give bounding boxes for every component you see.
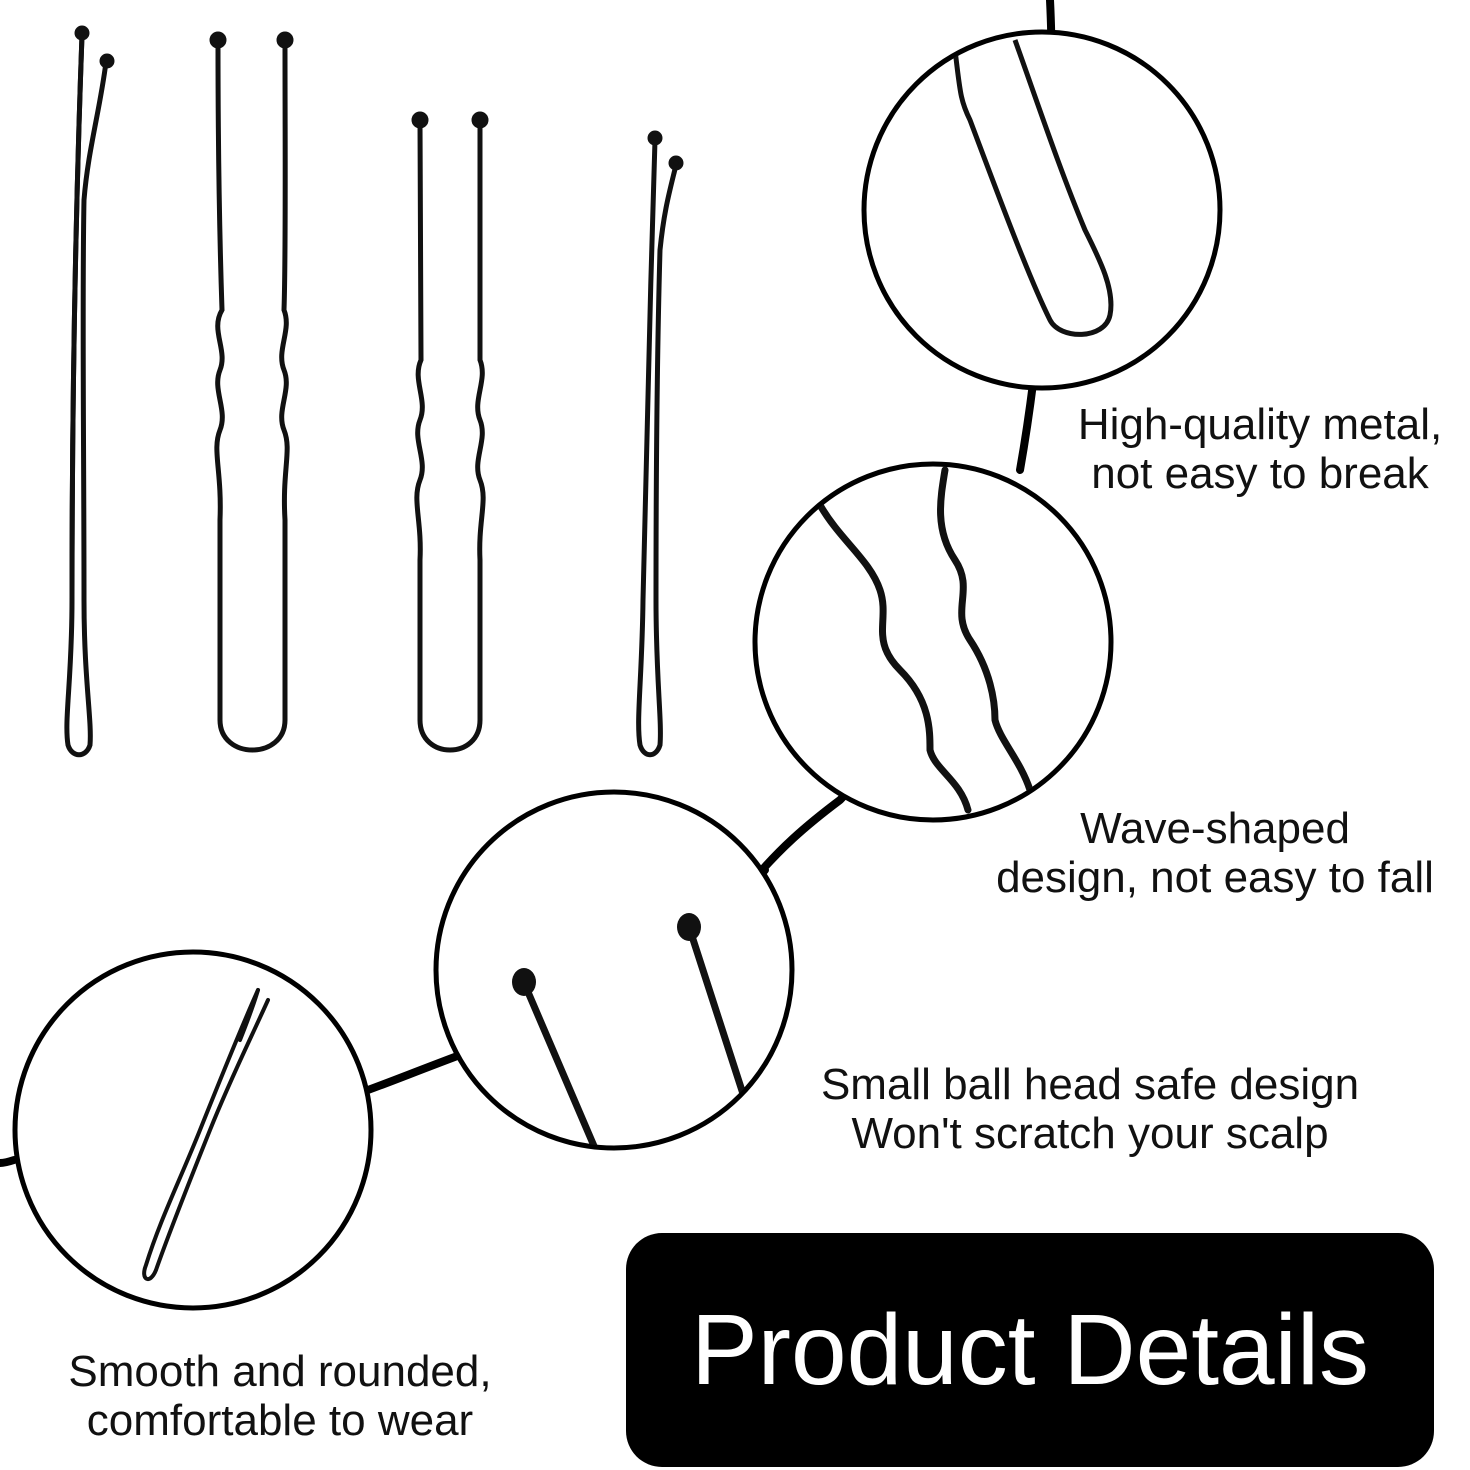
caption-line: Small ball head safe design bbox=[820, 1060, 1360, 1109]
caption-line: Smooth and rounded, bbox=[68, 1347, 492, 1396]
ball-tip-detail-icon bbox=[521, 981, 604, 1146]
u-pin-large-icon bbox=[209, 31, 294, 753]
feature-caption-metal: High-quality metal, not easy to break bbox=[1060, 400, 1460, 498]
feature-caption-smooth: Smooth and rounded, comfortable to wear bbox=[40, 1347, 520, 1445]
caption-line: Wave-shaped bbox=[1080, 804, 1350, 853]
product-details-badge: Product Details bbox=[626, 1233, 1434, 1467]
u-pin-bend-detail-icon bbox=[952, 39, 1114, 337]
wave-detail-icon bbox=[816, 501, 972, 814]
feature-caption-wave: Wave-shaped design, not easy to fall bbox=[970, 804, 1460, 902]
badge-title: Product Details bbox=[690, 1294, 1370, 1406]
caption-line: Won't scratch your scalp bbox=[851, 1109, 1329, 1158]
bobby-pin-small-icon bbox=[636, 130, 684, 758]
feature-caption-ball-head: Small ball head safe design Won't scratc… bbox=[790, 1060, 1390, 1158]
u-pin-small-icon bbox=[411, 111, 489, 753]
caption-line: not easy to break bbox=[1091, 449, 1429, 498]
zoom-circle-bobby-pin bbox=[12, 949, 374, 1311]
caption-line: comfortable to wear bbox=[86, 1396, 474, 1445]
bobby-pin-detail-icon bbox=[142, 988, 270, 1281]
caption-line: design, not easy to fall bbox=[996, 853, 1434, 902]
caption-line: High-quality metal, bbox=[1077, 400, 1443, 449]
zoom-circle-wave bbox=[752, 461, 1114, 823]
bobby-pin-large-icon bbox=[64, 25, 115, 758]
zoom-circle-ball-tip bbox=[433, 789, 795, 1151]
zoom-circle-u-bend bbox=[861, 29, 1223, 391]
